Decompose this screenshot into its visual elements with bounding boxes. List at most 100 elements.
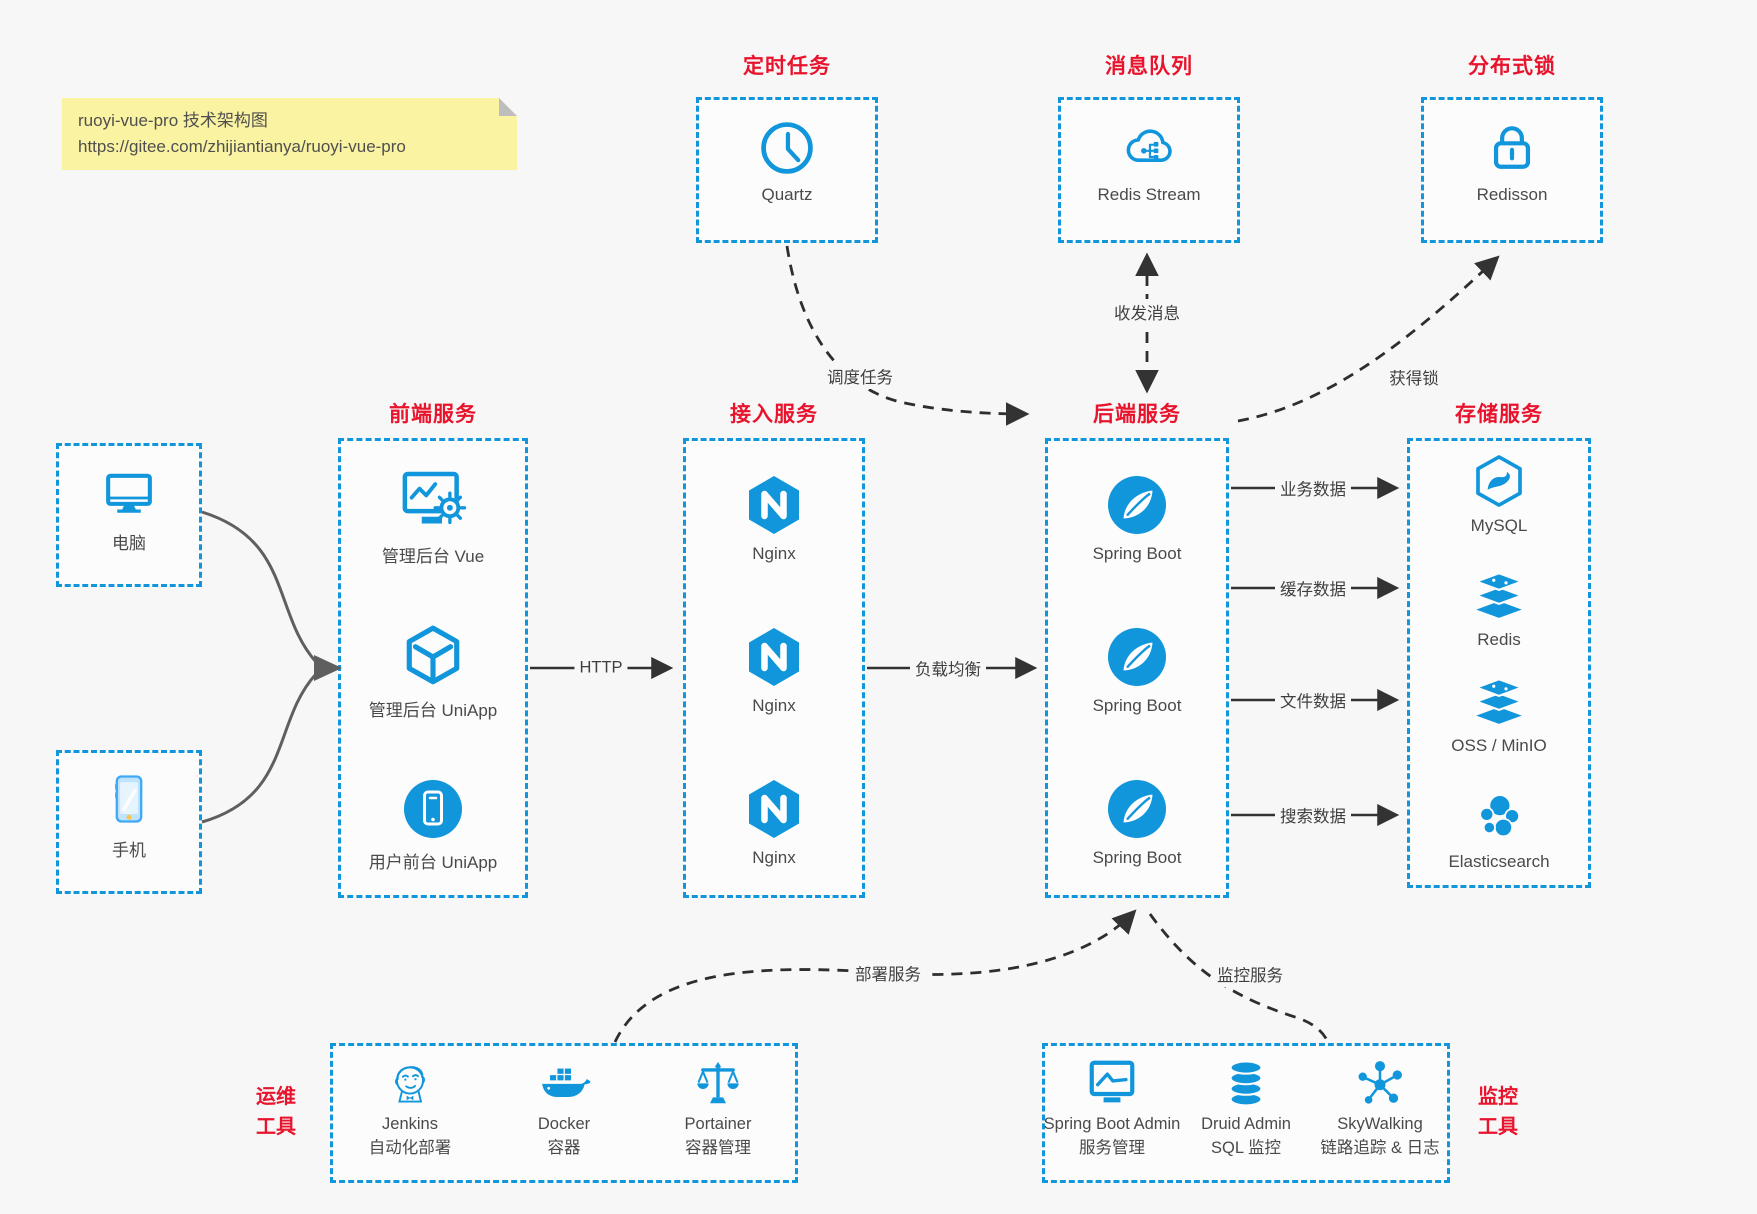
elasticsearch-icon: [1479, 794, 1520, 838]
ops-portainer-desc: 容器管理: [684, 1139, 751, 1157]
storage-node-oss: OSS / MinIO: [1410, 675, 1588, 756]
ops-item-portainer: Portainer 容器管理: [642, 1056, 794, 1158]
phone-client-box: 手机: [56, 750, 202, 894]
group-title-message-queue: 消息队列: [1105, 55, 1193, 78]
edge-label-schedule: 调度任务: [822, 363, 898, 389]
ops-jenkins-name: Jenkins: [382, 1115, 438, 1133]
monitor-item-druid: Druid Admin SQL 监控: [1180, 1056, 1313, 1158]
storage-label-elasticsearch: Elasticsearch: [1448, 852, 1550, 871]
redis-stream-node: Redis Stream: [1061, 118, 1237, 205]
group-title-access: 接入服务: [730, 403, 818, 426]
pc-client-node: 电脑: [59, 464, 199, 554]
druid-database-icon: [1229, 1060, 1263, 1107]
mysql-icon: [1476, 455, 1522, 507]
spring-boot-admin-icon: [1089, 1060, 1135, 1103]
quartz-box: Quartz: [696, 97, 878, 243]
phone-client-label: 手机: [112, 841, 146, 860]
ops-docker-name: Docker: [537, 1115, 591, 1133]
pc-client-box: 电脑: [56, 443, 202, 587]
spring-boot-icon: [1108, 476, 1166, 534]
oss-minio-stack-icon: [1473, 678, 1525, 724]
edge-label-file-data: 文件数据: [1275, 687, 1351, 713]
backend-node-2: Spring Boot: [1048, 625, 1226, 716]
storage-label-redis: Redis: [1477, 630, 1521, 649]
pc-client-label: 电脑: [112, 534, 146, 553]
backend-box: Spring Boot Spring Boot Spring Boot: [1045, 438, 1229, 898]
access-node-2: Nginx: [686, 625, 862, 716]
access-box: Nginx Nginx Nginx: [683, 438, 865, 898]
frontend-box: 管理后台 Vue 管理后台 UniApp 用户前台 UniApp: [338, 438, 528, 898]
ops-tools-box: Jenkins 自动化部署 Docker 容器: [330, 1043, 798, 1183]
redisson-node: Redisson: [1424, 118, 1600, 205]
frontend-node-user-uniapp: 用户前台 UniApp: [341, 777, 525, 873]
backend-node-3: Spring Boot: [1048, 777, 1226, 868]
monitor-tools-box: Spring Boot Admin 服务管理 Druid Admin SQL 监…: [1042, 1043, 1450, 1183]
monitor-item-sba: Spring Boot Admin 服务管理: [1043, 1056, 1181, 1158]
lock-icon: [1493, 126, 1531, 169]
storage-node-redis: Redis: [1410, 569, 1588, 650]
mobile-app-circle-icon: [404, 780, 462, 838]
edge-label-monitor: 监控服务: [1212, 961, 1288, 987]
ops-jenkins-desc: 自动化部署: [368, 1139, 452, 1157]
group-title-frontend: 前端服务: [389, 403, 477, 426]
frontend-label-user-uniapp: 用户前台 UniApp: [368, 853, 498, 872]
group-title-backend: 后端服务: [1093, 403, 1181, 426]
admin-console-gear-icon: [402, 471, 467, 525]
clock-icon: [761, 122, 813, 174]
solid-arrows: [530, 476, 1400, 827]
quartz-label: Quartz: [761, 185, 813, 204]
access-node-1: Nginx: [686, 473, 862, 564]
redisson-box: Redisson: [1421, 97, 1603, 243]
skywalking-network-icon: [1358, 1061, 1402, 1104]
sticky-note: ruoyi-vue-pro 技术架构图 https://gitee.com/zh…: [62, 98, 517, 170]
redis-stack-icon: [1473, 572, 1525, 618]
edge-label-business-data: 业务数据: [1275, 475, 1351, 501]
monitor-sba-name: Spring Boot Admin: [1043, 1115, 1181, 1133]
docker-icon: [542, 1068, 591, 1097]
ops-tools-title: 运维 工具: [256, 1086, 296, 1138]
access-label-3: Nginx: [752, 848, 796, 867]
monitor-druid-desc: SQL 监控: [1211, 1139, 1281, 1157]
storage-node-elasticsearch: Elasticsearch: [1410, 789, 1588, 872]
edge-label-cache-data: 缓存数据: [1275, 575, 1351, 601]
redisson-label: Redisson: [1476, 185, 1548, 204]
monitor-sba-desc: 服务管理: [1079, 1139, 1145, 1157]
edge-label-deploy: 部署服务: [850, 960, 926, 986]
spring-boot-icon: [1108, 780, 1166, 838]
client-to-frontend-curves: [201, 510, 318, 824]
monitor-item-skywalking: SkyWalking 链路追踪 & 日志: [1314, 1056, 1447, 1158]
note-title: ruoyi-vue-pro 技术架构图: [78, 111, 268, 130]
group-title-scheduled-jobs: 定时任务: [743, 55, 831, 78]
access-label-2: Nginx: [752, 696, 796, 715]
ops-portainer-name: Portainer: [684, 1115, 752, 1133]
spring-boot-icon: [1108, 628, 1166, 686]
redis-stream-box: Redis Stream: [1058, 97, 1240, 243]
portainer-scales-icon: [697, 1061, 739, 1104]
ops-docker-desc: 容器: [547, 1139, 581, 1157]
ops-tools-row: Jenkins 自动化部署 Docker 容器: [333, 1056, 795, 1158]
monitor-druid-name: Druid Admin: [1201, 1115, 1291, 1133]
backend-node-1: Spring Boot: [1048, 473, 1226, 564]
ops-item-jenkins: Jenkins 自动化部署: [334, 1056, 486, 1158]
access-node-3: Nginx: [686, 777, 862, 868]
monitor-tools-row: Spring Boot Admin 服务管理 Druid Admin SQL 监…: [1043, 1056, 1447, 1158]
cube-icon: [406, 625, 460, 685]
ops-item-docker: Docker 容器: [488, 1056, 640, 1158]
quartz-node: Quartz: [699, 118, 875, 205]
nginx-icon: [749, 476, 799, 534]
frontend-node-admin-uniapp: 管理后台 UniApp: [341, 623, 525, 721]
edge-label-send-receive: 收发消息: [1109, 299, 1185, 325]
edge-label-acquire-lock: 获得锁: [1384, 364, 1444, 390]
frontend-label-admin-vue: 管理后台 Vue: [381, 547, 485, 566]
cloud-network-icon: [1126, 129, 1172, 162]
group-title-distributed-lock: 分布式锁: [1468, 55, 1556, 78]
backend-label-1: Spring Boot: [1092, 544, 1182, 563]
mobile-phone-icon: [115, 775, 143, 823]
access-label-1: Nginx: [752, 544, 796, 563]
frontend-node-admin-vue: 管理后台 Vue: [341, 467, 525, 567]
frontend-label-admin-uniapp: 管理后台 UniApp: [368, 701, 498, 720]
monitor-skywalking-name: SkyWalking: [1337, 1115, 1423, 1133]
edge-label-load-balance: 负载均衡: [910, 655, 986, 681]
phone-client-node: 手机: [59, 769, 199, 861]
